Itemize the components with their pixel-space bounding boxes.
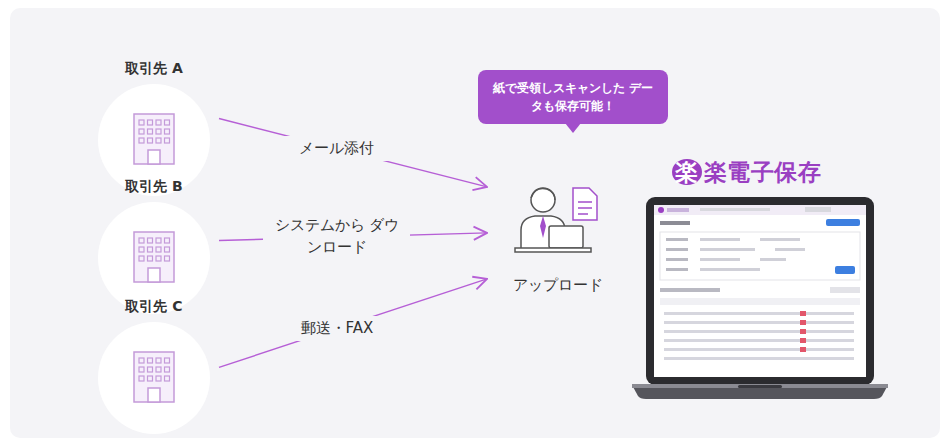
client-node: 取引先 C (95, 298, 213, 434)
building-icon (98, 322, 210, 434)
callout-text: 紙で受領しスキャンした データも保存可能！ (490, 79, 656, 115)
client-node: 取引先 A (95, 60, 213, 196)
flow-arrow (219, 279, 487, 367)
client-name: 取引先 A (95, 60, 213, 78)
client-name: 取引先 B (95, 178, 213, 196)
building-icon (98, 202, 210, 314)
client-circle (98, 202, 210, 314)
channel-label: システムから ダウンロード (263, 213, 410, 261)
client-node: 取引先 B (95, 178, 213, 314)
client-name: 取引先 C (95, 298, 213, 316)
person-at-laptop-icon (513, 180, 603, 262)
callout-bubble: 紙で受領しスキャンした データも保存可能！ (478, 70, 668, 124)
product-logo: 楽楽電子保存 (672, 157, 821, 188)
uploader-label: アップロード (495, 276, 620, 295)
channel-label: メール添付 (263, 136, 410, 162)
client-circle (98, 322, 210, 434)
channel-label: 郵送・FAX (263, 316, 410, 342)
uploader-node: アップロード (495, 180, 620, 295)
flow-arrow (219, 118, 487, 186)
